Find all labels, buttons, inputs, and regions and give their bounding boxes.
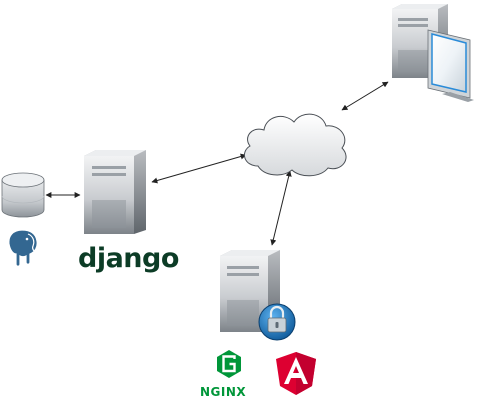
lock-icon [258,303,296,341]
django-to-cloud-connector [151,153,247,184]
cloud-to-client-connector [341,81,389,111]
client-workstation-icon [392,4,474,102]
cloud-to-webserver-connector [270,170,292,246]
django-server-icon [84,150,146,234]
nginx-logo-icon [217,350,241,378]
connectors [45,81,389,246]
angular-logo-icon [276,352,316,395]
cloud-icon [243,113,347,177]
django-label: django [78,243,179,274]
nginx-label: NGINX [200,385,246,399]
database-icon [1,172,45,218]
postgresql-elephant-icon [8,229,38,267]
